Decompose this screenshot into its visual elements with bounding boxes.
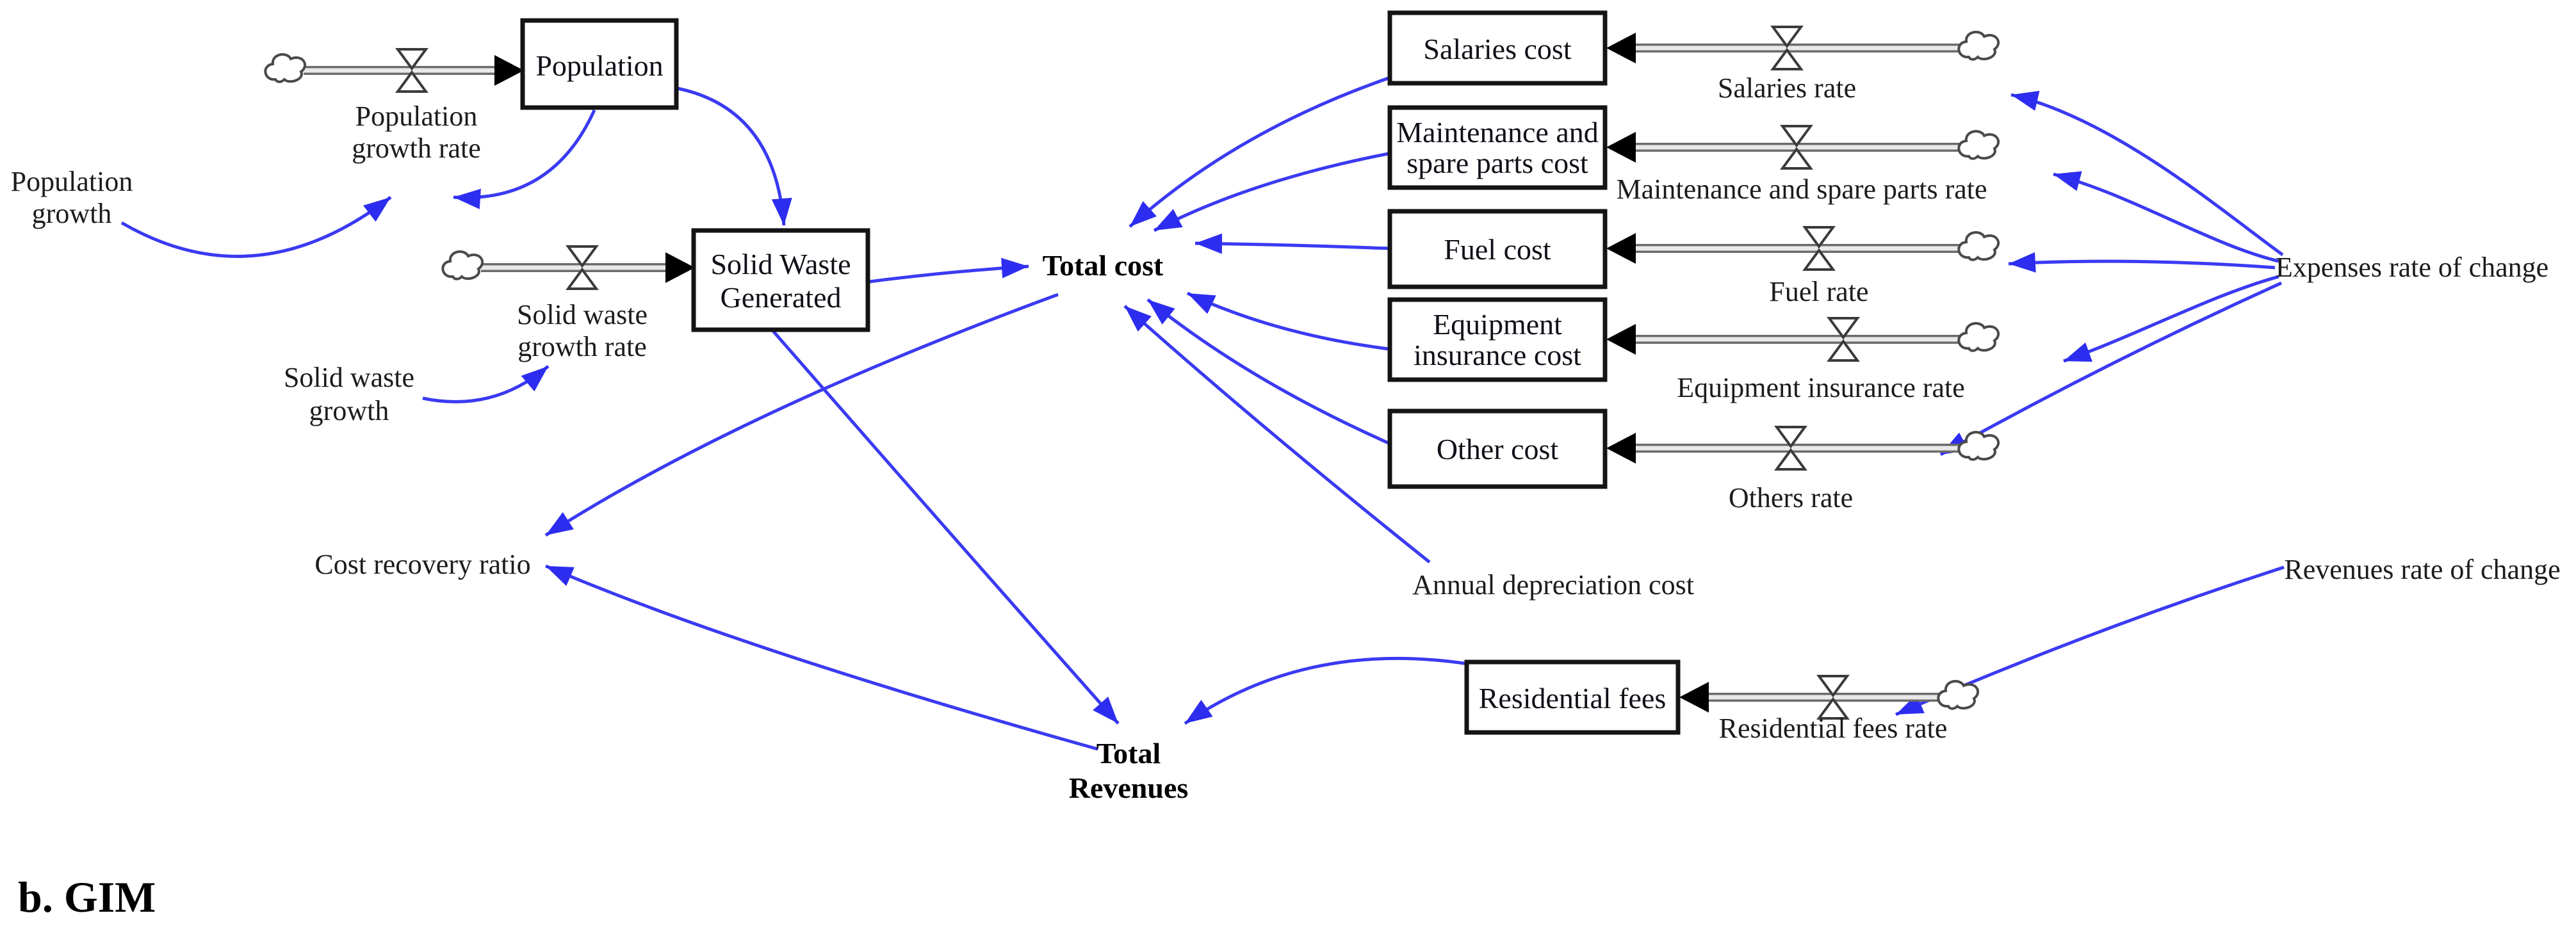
stock-equipment-insurance-cost: Equipment insurance cost <box>1387 297 1608 382</box>
stocks: Population Solid Waste Generated Salarie… <box>520 10 1681 735</box>
link-fuel-cost-to-total-cost <box>1194 233 1389 254</box>
stock-solid-waste-generated: Solid Waste Generated <box>691 228 870 332</box>
link-total-revenues-to-cost-recovery-ratio <box>545 564 1098 751</box>
link-equipment-insurance-cost-to-total-cost <box>1186 291 1389 351</box>
stock-residential-fees: Residential fees <box>1464 659 1681 735</box>
flow-arrowhead <box>1606 324 1636 355</box>
label-population-growth: growth <box>32 198 112 229</box>
stock-label: Salaries cost <box>1423 33 1571 65</box>
label-fuel-rate: Fuel rate <box>1769 276 1868 307</box>
flow-solid-waste-growth <box>441 245 695 290</box>
stock-label: Other cost <box>1437 433 1559 465</box>
causal-links <box>120 76 2285 751</box>
label-maintenance-and-spare-parts-rate: Maintenance and spare parts rate <box>1616 174 1987 205</box>
label-solid-waste-growth: Solid waste <box>284 362 414 393</box>
source-cloud-icon <box>1957 431 2000 461</box>
valve-icon <box>1770 26 1804 70</box>
source-cloud-icon <box>441 250 484 280</box>
stock-label: Solid Waste <box>710 248 851 280</box>
source-cloud-icon <box>1957 130 2000 160</box>
valve-icon <box>395 48 428 93</box>
label-total-revenues: Total <box>1096 737 1161 770</box>
label-annual-depreciation-cost: Annual depreciation cost <box>1412 569 1694 601</box>
stock-population: Population <box>520 18 679 110</box>
flow-arrowhead <box>1606 33 1636 63</box>
link-total-cost-to-cost-recovery-ratio <box>544 293 1059 537</box>
stock-label: Maintenance and <box>1396 116 1598 149</box>
link-salaries-cost-to-total-cost <box>1129 76 1389 228</box>
label-total-cost: Total cost <box>1043 249 1164 282</box>
flow-arrowhead <box>1679 682 1709 713</box>
label-solid-waste-growth-rate: growth rate <box>518 331 647 362</box>
link-other-cost-to-total-cost <box>1146 298 1390 445</box>
stock-label: Generated <box>721 281 842 314</box>
flow-equipment-insurance-rate <box>1606 317 2000 362</box>
source-cloud-icon <box>264 53 306 83</box>
flow-arrowhead <box>1606 233 1636 264</box>
valve-icon <box>1780 125 1813 170</box>
stock-salaries-cost: Salaries cost <box>1387 10 1608 86</box>
link-population-to-population-growth-rate <box>453 109 596 209</box>
flow-arrowhead <box>665 252 695 283</box>
link-population-growth-to-population-growth-rate <box>120 196 392 258</box>
label-others-rate: Others rate <box>1729 482 1853 513</box>
stock-other-cost: Other cost <box>1387 408 1608 489</box>
stock-label: Fuel cost <box>1444 233 1551 266</box>
link-solid-waste-generated-to-total-cost <box>868 257 1029 284</box>
valve-icon <box>1774 426 1807 471</box>
link-residential-fees-to-total-revenues <box>1184 656 1501 725</box>
link-population-to-solid-waste-generated <box>677 86 792 226</box>
link-annual-depreciation-cost-to-total-cost <box>1123 305 1431 563</box>
source-cloud-icon <box>1957 231 2000 261</box>
label-population-growth-rate: growth rate <box>352 133 481 164</box>
link-expenses-rate-of-change-to-equipment-insurance-rate <box>2063 275 2279 363</box>
valve-icon <box>1802 226 1836 271</box>
flow-maintenance-rate <box>1606 125 2000 170</box>
source-cloud-icon <box>1957 322 2000 352</box>
stock-label: Equipment <box>1433 308 1562 341</box>
flow-fuel-rate <box>1606 226 2000 271</box>
flow-arrowhead <box>1606 132 1636 163</box>
source-cloud-icon <box>1957 31 2000 61</box>
stock-label: spare parts cost <box>1406 147 1588 179</box>
flows <box>264 26 2000 720</box>
flow-salaries-rate <box>1606 26 2000 70</box>
link-expenses-rate-of-change-to-others-rate <box>1939 281 2283 456</box>
valve-icon <box>1827 317 1860 362</box>
flow-population-growth <box>264 48 524 93</box>
link-solid-waste-growth-to-solid-waste-growth-rate <box>422 365 550 403</box>
auxiliary-labels: Population growth Solid waste growth Tot… <box>11 166 2561 804</box>
flow-rate-labels: Population growth rate Solid waste growt… <box>352 72 1987 744</box>
link-expenses-rate-of-change-to-salaries-rate <box>2010 90 2284 257</box>
stock-label: insurance cost <box>1414 339 1581 371</box>
label-population-growth: Population <box>11 166 133 197</box>
figure-caption: b. GIM <box>18 873 156 921</box>
label-residential-fees-rate: Residential fees rate <box>1719 713 1948 744</box>
label-salaries-rate: Salaries rate <box>1718 72 1856 104</box>
label-expenses-rate-of-change: Expenses rate of change <box>2276 252 2548 283</box>
label-revenues-rate-of-change: Revenues rate of change <box>2284 554 2560 585</box>
label-cost-recovery-ratio: Cost recovery ratio <box>314 549 530 580</box>
flow-residential-fees-rate <box>1679 675 1979 720</box>
flow-others-rate <box>1606 426 2000 471</box>
valve-icon <box>566 245 599 290</box>
stock-label: Population <box>535 49 663 82</box>
label-solid-waste-growth-rate: Solid waste <box>517 299 648 330</box>
flow-arrowhead <box>1606 433 1636 464</box>
label-population-growth-rate: Population <box>355 101 478 132</box>
label-solid-waste-growth: growth <box>309 395 389 426</box>
label-equipment-insurance-rate: Equipment insurance rate <box>1677 372 1965 403</box>
flow-arrowhead <box>494 55 524 86</box>
source-cloud-icon <box>1937 680 1979 710</box>
label-total-revenues: Revenues <box>1069 771 1189 804</box>
stock-label: Residential fees <box>1479 682 1667 715</box>
stock-maintenance-and-spare-parts-cost: Maintenance and spare parts cost <box>1387 105 1608 190</box>
valve-icon <box>1816 675 1850 720</box>
stock-fuel-cost: Fuel cost <box>1387 209 1608 289</box>
link-maintenance-cost-to-total-cost <box>1153 152 1389 232</box>
link-expenses-rate-of-change-to-maintenance-rate <box>2053 171 2279 263</box>
link-expenses-rate-of-change-to-fuel-rate <box>2008 252 2276 273</box>
